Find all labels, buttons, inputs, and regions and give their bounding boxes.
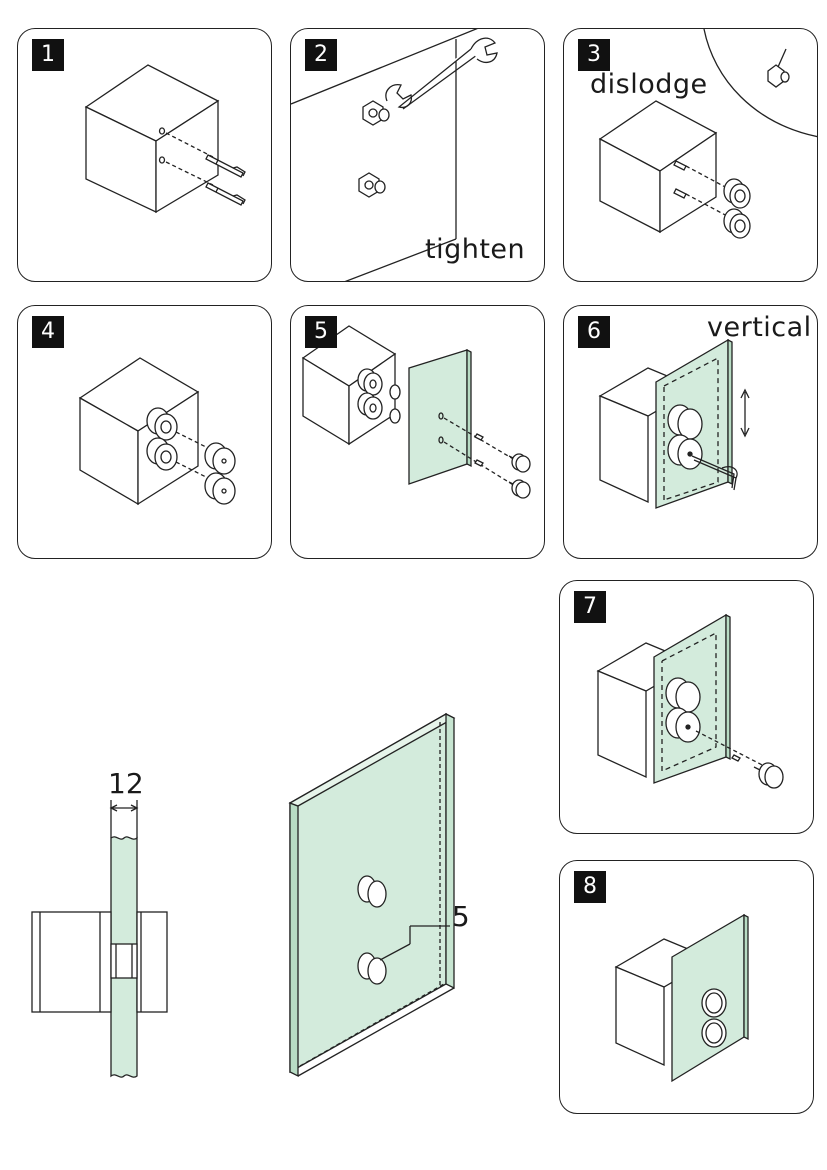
step-8-badge: 8 [574,871,606,903]
screw-upper [508,453,531,473]
step-2-panel: 2 tighten [290,28,545,282]
cap-lower [204,472,236,505]
cap-lower [701,1018,727,1048]
wrench [385,37,498,110]
hole-diameter-label: Ø15 [412,900,470,933]
step-5-badge: 5 [305,316,337,348]
hole-upper [357,875,387,908]
standoff-lower [665,707,701,743]
step-7-illustration [596,613,784,789]
vertical-arrow-icon [740,388,750,438]
step-1-badge: 1 [32,39,64,71]
nut-lower [358,172,386,198]
bolt-upper [205,154,246,178]
step-3-label: dislodge [590,69,708,100]
step-8-illustration [614,913,749,1083]
step-5-illustration [301,325,531,499]
step-3-panel: 3 dislodge [563,28,818,282]
step-2-label: tighten [425,234,526,265]
step-3-badge: 3 [578,39,610,71]
standoff-lower [667,434,703,470]
step-4-badge: 4 [32,316,64,348]
nut-upper [362,100,390,126]
standoff-upper [667,404,703,440]
stud-lower [673,188,687,199]
step-2-illustration [291,29,498,281]
cap-upper [701,988,727,1018]
cap-screw [753,762,784,789]
mounted-standoff-upper [146,407,178,441]
step-4-panel: 4 [17,305,272,559]
step-5-panel: 5 [290,305,545,559]
stud-upper [673,160,687,171]
bolt-lower [205,182,246,206]
step-3-illustration [598,29,817,239]
step-1-illustration [84,64,246,214]
cap-upper [204,442,236,475]
standoff-upper [665,677,701,713]
mounted-standoff-lower [146,437,178,471]
step-7-panel: 7 [559,580,814,834]
step-1-panel: 1 [17,28,272,282]
hole-lower [357,952,387,985]
detail-nut [767,48,790,88]
step-6-panel: 6 vertical [563,305,818,559]
step-6-illustration [598,338,750,509]
step-2-badge: 2 [305,39,337,71]
step-7-badge: 7 [574,591,606,623]
standoff-upper [723,178,751,209]
step-4-illustration [78,357,236,506]
step-6-label: vertical [707,312,812,343]
step-6-badge: 6 [578,316,610,348]
thickness-dimension-label: 12 [108,767,144,800]
step-8-panel: 8 [559,860,814,1114]
hex-key-icon [691,455,738,491]
standoff-lower [723,208,751,239]
screw-lower [508,479,531,499]
